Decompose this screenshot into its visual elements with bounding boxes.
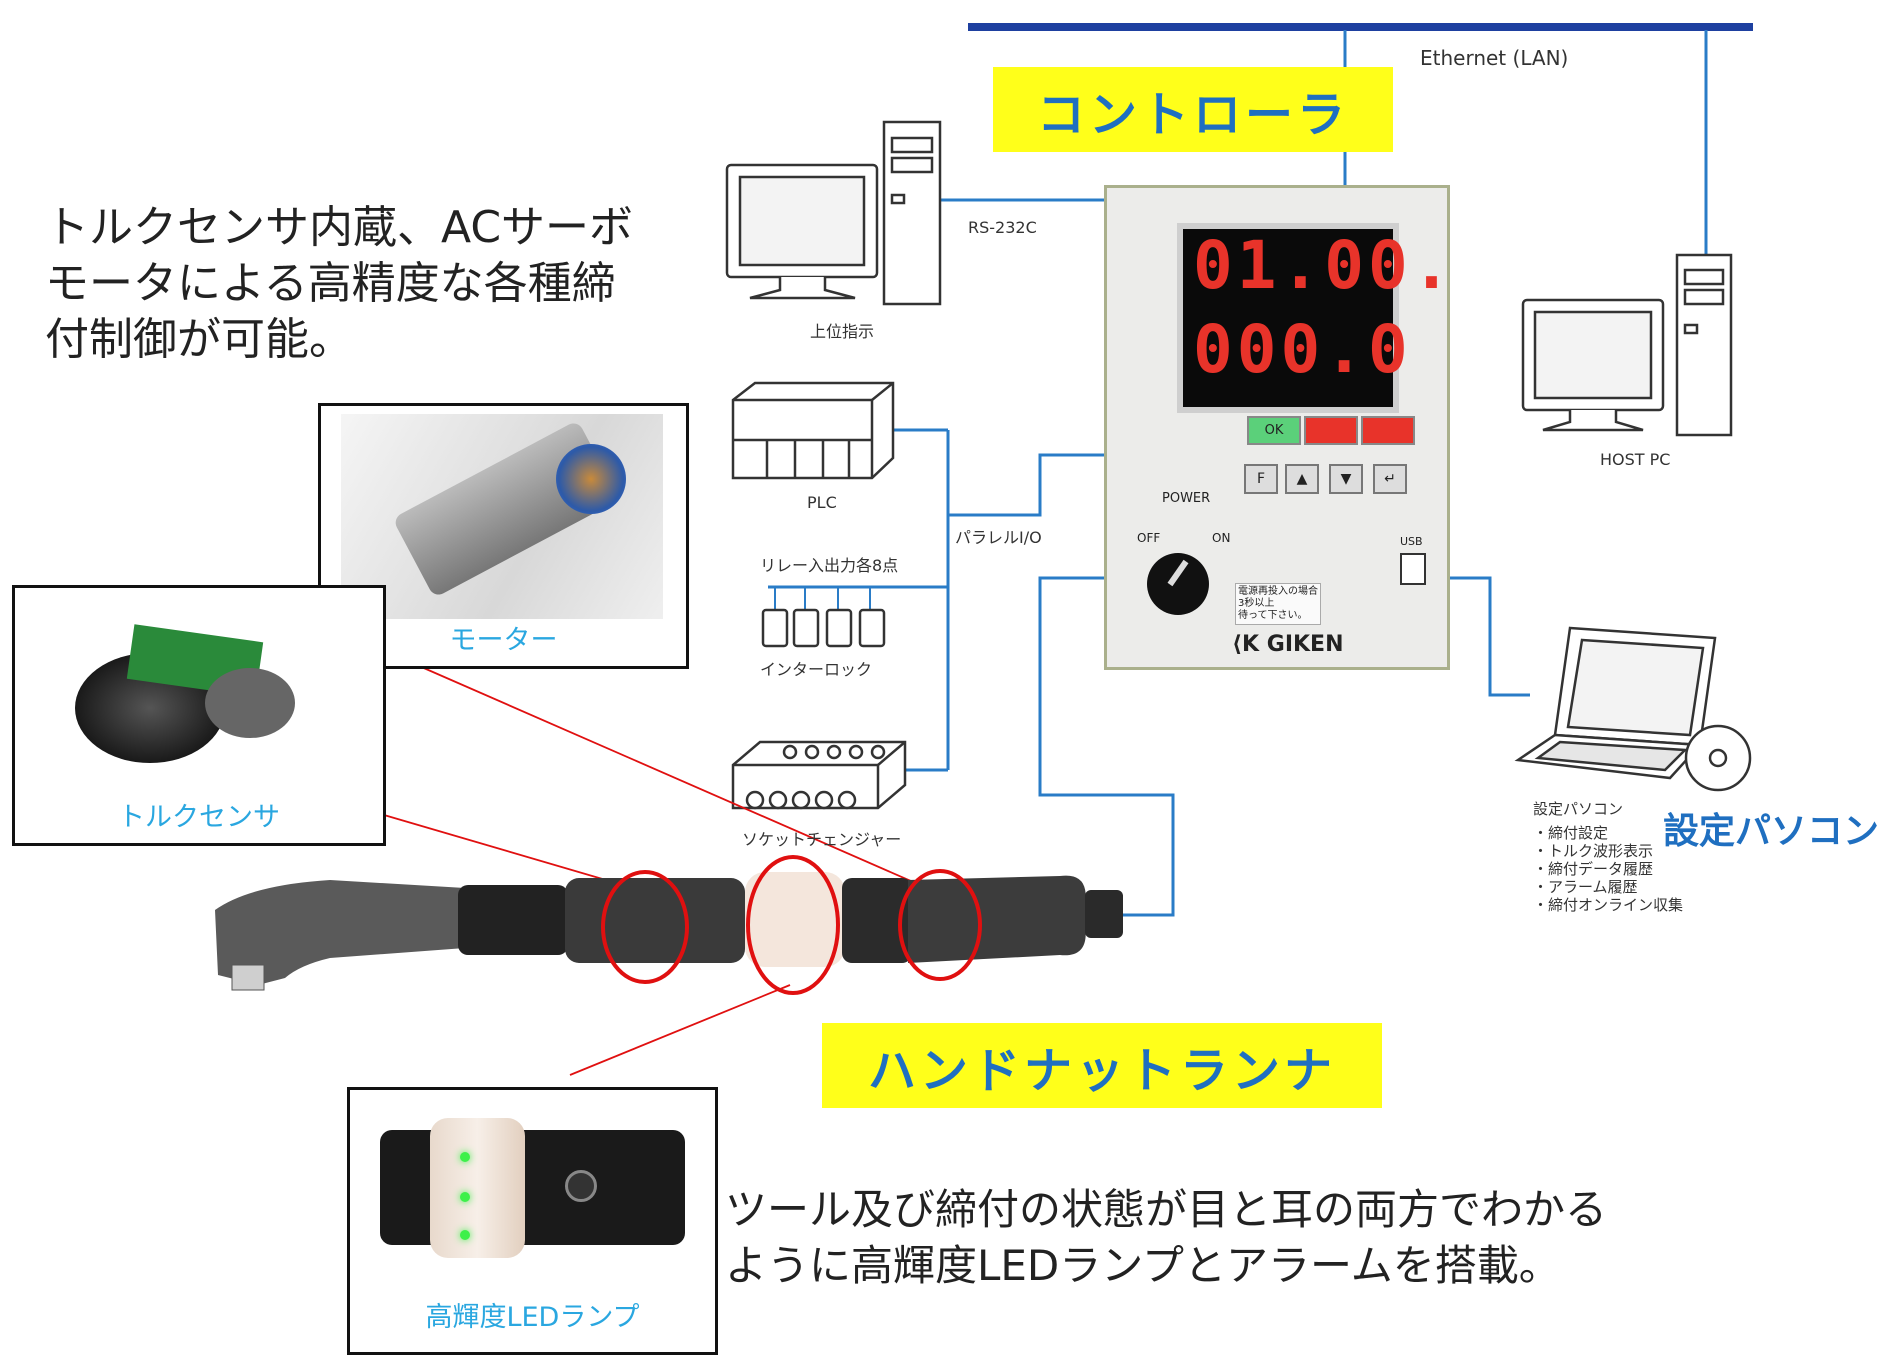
enter-key[interactable]: ↵ xyxy=(1373,464,1407,494)
sensor-description-line: モータによる高精度な各種締 xyxy=(45,258,616,309)
led-lamp-caption: 高輝度LEDランプ xyxy=(425,1302,640,1333)
on-label: ON xyxy=(1212,531,1231,545)
motor-photo-box: モーター xyxy=(318,403,689,669)
parallel-io-label: パラレルI/O xyxy=(955,528,1042,547)
usb-line xyxy=(1450,576,1530,697)
setting-pc-item: ・締付設定 xyxy=(1533,824,1609,842)
callout-line-motor xyxy=(409,661,921,886)
setting-pc-item: ・トルク波形表示 xyxy=(1533,842,1654,860)
controller-display: 01.00. 000.0 xyxy=(1177,223,1451,413)
display-top-value: 01.00. xyxy=(1193,227,1456,304)
led-description-line: ツール及び締付の状態が目と耳の両方でわかる xyxy=(725,1185,1608,1234)
torque-sensor-photo-box: トルクセンサ xyxy=(12,585,386,846)
torque-sensor-image xyxy=(55,608,315,778)
host-instruction-label: 上位指示 xyxy=(810,322,875,341)
host-pc-illustration xyxy=(1521,253,1733,437)
torque-sensor-caption: トルクセンサ xyxy=(118,802,280,833)
runner-cable-line xyxy=(1038,576,1175,917)
parallel-io-line xyxy=(948,453,1104,517)
rs232c-label: RS-232C xyxy=(968,218,1037,237)
controller-unit: 01.00. 000.0 OK F ▲ ▼ ↵ POWER OFF ON 電源再… xyxy=(1104,185,1451,670)
callout-circle-led xyxy=(746,855,840,995)
callout-line-torque-sensor xyxy=(383,814,641,891)
relay-label: リレー入出力各8点 xyxy=(760,556,899,575)
usb-port[interactable] xyxy=(1400,553,1426,585)
restart-notice: 電源再投入の場合 3秒以上 待って下さい。 xyxy=(1235,583,1321,625)
motor-caption: モーター xyxy=(449,625,558,656)
runner-label: ハンドナットランナ xyxy=(822,1023,1382,1108)
f-key[interactable]: F xyxy=(1244,464,1278,494)
led-description: ツール及び締付の状態が目と耳の両方でわかる ように高輝度LEDランプとアラームを… xyxy=(725,1182,1607,1294)
ok-lamp: OK xyxy=(1247,416,1301,445)
display-bottom-value: 000.0 xyxy=(1193,311,1412,388)
sensor-description: トルクセンサ内蔵、ACサーボ モータによる高精度な各種締 付制御が可能。 xyxy=(45,200,633,368)
brand-logo: ⟨K GIKEN xyxy=(1232,632,1344,657)
callout-circle-motor xyxy=(898,869,982,981)
ng-lamp-1 xyxy=(1304,416,1358,445)
up-key[interactable]: ▲ xyxy=(1285,464,1319,494)
setting-pc-box: 設定パソコン ・締付設定 ・トルク波形表示 ・締付データ履歴 ・アラーム履歴 ・… xyxy=(1533,800,1683,914)
sensor-description-line: 付制御が可能。 xyxy=(45,314,353,365)
setting-pc-label: 設定パソコン xyxy=(1663,811,1880,852)
off-label: OFF xyxy=(1137,531,1161,545)
led-description-line: ように高輝度LEDランプとアラームを搭載。 xyxy=(725,1241,1561,1290)
down-key[interactable]: ▼ xyxy=(1329,464,1363,494)
led-lamp-image xyxy=(380,1118,685,1258)
nutrunner-tool-illustration xyxy=(215,872,1123,991)
cd-illustration xyxy=(1684,724,1752,792)
host-pc-label: HOST PC xyxy=(1600,450,1671,469)
plc-illustration xyxy=(731,381,895,480)
interlock-label: インターロック xyxy=(760,660,873,679)
power-knob[interactable] xyxy=(1147,553,1209,615)
callout-circle-torque-sensor xyxy=(601,870,689,984)
socket-changer-illustration xyxy=(731,740,907,810)
setting-pc-item: ・締付オンライン収集 xyxy=(1533,896,1684,914)
sensor-description-line: トルクセンサ内蔵、ACサーボ xyxy=(45,202,634,253)
plc-label: PLC xyxy=(807,493,837,512)
socket-changer-label: ソケットチェンジャー xyxy=(742,830,902,849)
ethernet-label: Ethernet (LAN) xyxy=(1420,46,1569,70)
host-instruction-pc-illustration xyxy=(725,120,942,306)
led-lamp-photo-box: 高輝度LEDランプ xyxy=(347,1087,718,1355)
setting-pc-title: 設定パソコン xyxy=(1533,800,1624,818)
usb-label: USB xyxy=(1400,535,1423,548)
setting-pc-item: ・締付データ履歴 xyxy=(1533,860,1654,878)
motor-image xyxy=(341,414,663,619)
interlock-relays xyxy=(761,608,886,648)
power-label: POWER xyxy=(1162,491,1211,506)
controller-label: コントローラ xyxy=(993,67,1393,152)
callout-line-led xyxy=(569,984,791,1076)
ng-lamp-2 xyxy=(1361,416,1415,445)
setting-pc-item: ・アラーム履歴 xyxy=(1533,878,1638,896)
